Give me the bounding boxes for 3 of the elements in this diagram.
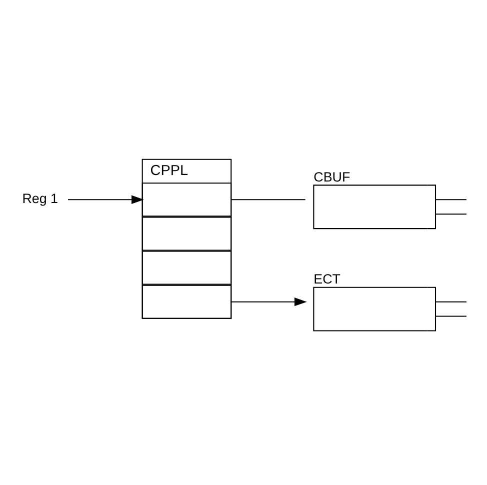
node-text: ECT xyxy=(314,271,341,286)
node-text: Reg 1 xyxy=(22,190,58,206)
node-text: CBUF xyxy=(314,168,350,184)
